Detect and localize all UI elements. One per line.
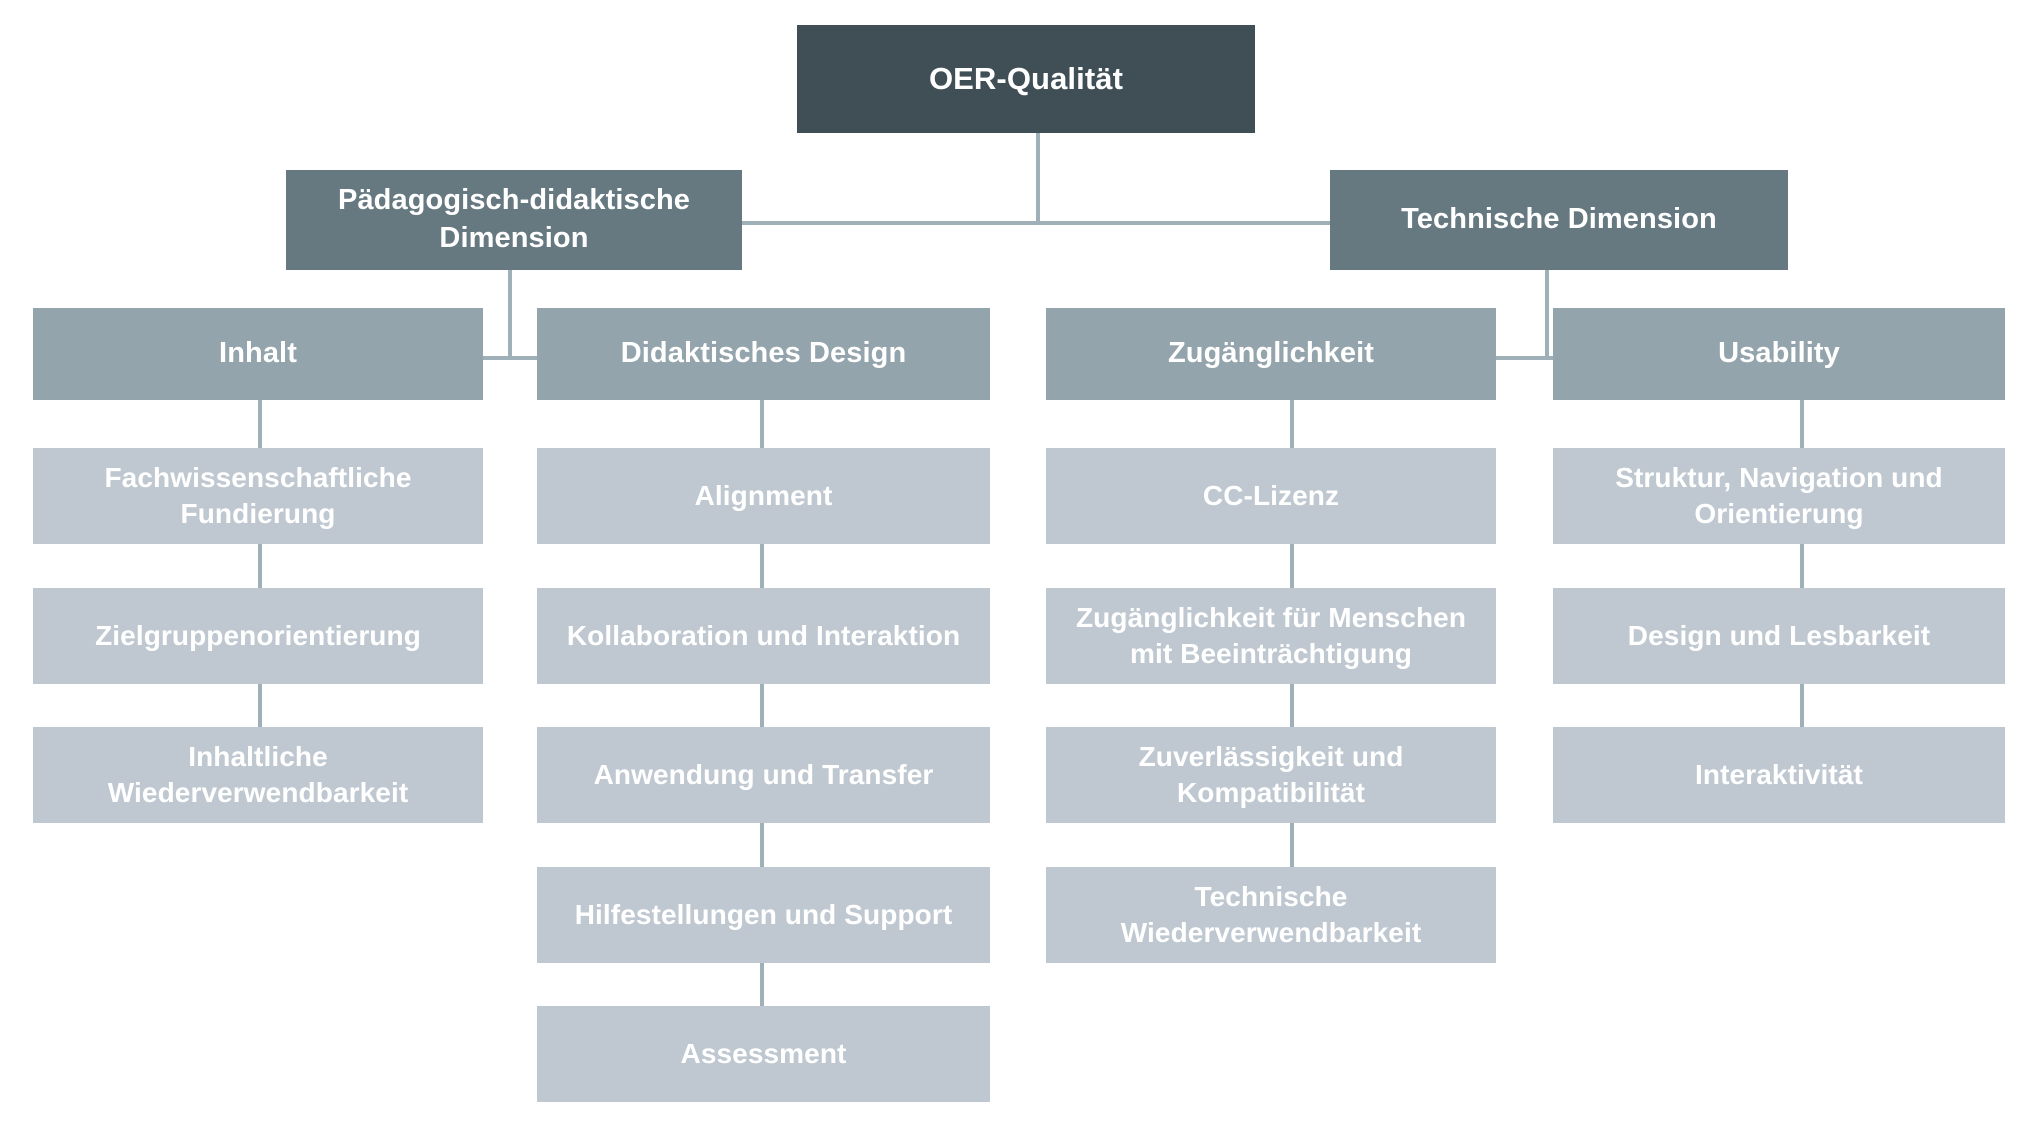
node-label: Design und Lesbarkeit [1627, 619, 1931, 651]
node-label: OER-Qualität [928, 60, 1124, 96]
node-criterion-zugaenglichkeit-beeintraechtigung[interactable]: Zugänglichkeit für Menschen mit Beeinträ… [1046, 588, 1496, 684]
node-criterion-zuverlaessigkeit-und-kompatibilitaet[interactable]: Zuverlässigkeit und Kompatibilität [1046, 727, 1496, 823]
node-dimension-paedagogisch-didaktisch[interactable]: Pädagogisch-didaktische Dimension [286, 170, 742, 270]
node-category-didaktisches-design[interactable]: Didaktisches Design [537, 308, 990, 400]
node-label: Zielgruppenorientierung [95, 619, 421, 651]
node-criterion-struktur-navigation-orientierung[interactable]: Struktur, Navigation und Orientierung [1553, 448, 2005, 544]
node-dimension-technisch[interactable]: Technische Dimension [1330, 170, 1788, 270]
node-label: Alignment [694, 479, 833, 511]
node-label: Pädagogisch-didaktische Dimension [338, 184, 690, 254]
node-label: Hilfestellungen und Support [574, 898, 953, 930]
node-criterion-technische-wiederverwendbarkeit[interactable]: Technische Wiederverwendbarkeit [1046, 867, 1496, 963]
node-label: Inhaltliche Wiederverwendbarkeit [107, 740, 409, 808]
connector-dim1-stem [508, 270, 512, 360]
node-criterion-zielgruppenorientierung[interactable]: Zielgruppenorientierung [33, 588, 483, 684]
node-criterion-fachwissenschaftliche-fundierung[interactable]: Fachwissenschaftliche Fundierung [33, 448, 483, 544]
node-label: Assessment [680, 1037, 847, 1069]
node-label: Technische Dimension [1401, 203, 1717, 236]
node-criterion-hilfestellungen-und-support[interactable]: Hilfestellungen und Support [537, 867, 990, 963]
node-category-usability[interactable]: Usability [1553, 308, 2005, 400]
node-label: CC-Lizenz [1202, 479, 1340, 511]
node-label: Zugänglichkeit für Menschen mit Beeinträ… [1075, 601, 1467, 669]
node-label: Fachwissenschaftliche Fundierung [104, 461, 412, 529]
node-label: Technische Wiederverwendbarkeit [1120, 880, 1422, 948]
connector-dim2-stem [1545, 270, 1549, 360]
connector-root-stem [1036, 133, 1040, 223]
node-criterion-anwendung-und-transfer[interactable]: Anwendung und Transfer [537, 727, 990, 823]
node-criterion-design-und-lesbarkeit[interactable]: Design und Lesbarkeit [1553, 588, 2005, 684]
node-criterion-inhaltliche-wiederverwendbarkeit[interactable]: Inhaltliche Wiederverwendbarkeit [33, 727, 483, 823]
node-label: Zugänglichkeit [1167, 337, 1375, 370]
node-label: Anwendung und Transfer [593, 758, 934, 790]
node-category-inhalt[interactable]: Inhalt [33, 308, 483, 400]
connector-dim1-bar [258, 356, 760, 360]
connector-dim2-bar [1290, 356, 1800, 360]
node-criterion-kollaboration-und-interaktion[interactable]: Kollaboration und Interaktion [537, 588, 990, 684]
node-criterion-interaktivitaet[interactable]: Interaktivität [1553, 727, 2005, 823]
node-criterion-assessment[interactable]: Assessment [537, 1006, 990, 1102]
node-label: Zuverlässigkeit und Kompatibilität [1138, 740, 1404, 808]
node-label: Usability [1718, 337, 1840, 370]
node-label: Interaktivität [1695, 758, 1863, 790]
node-label: Kollaboration und Interaktion [566, 619, 961, 651]
node-root-oer-qualitaet[interactable]: OER-Qualität [797, 25, 1255, 133]
node-label: Inhalt [219, 337, 297, 370]
node-category-zugaenglichkeit[interactable]: Zugänglichkeit [1046, 308, 1496, 400]
node-label: Didaktisches Design [620, 337, 907, 370]
node-criterion-alignment[interactable]: Alignment [537, 448, 990, 544]
node-label: Struktur, Navigation und Orientierung [1615, 461, 1943, 529]
connector-dimensions-bar [740, 221, 1332, 225]
node-criterion-cc-lizenz[interactable]: CC-Lizenz [1046, 448, 1496, 544]
